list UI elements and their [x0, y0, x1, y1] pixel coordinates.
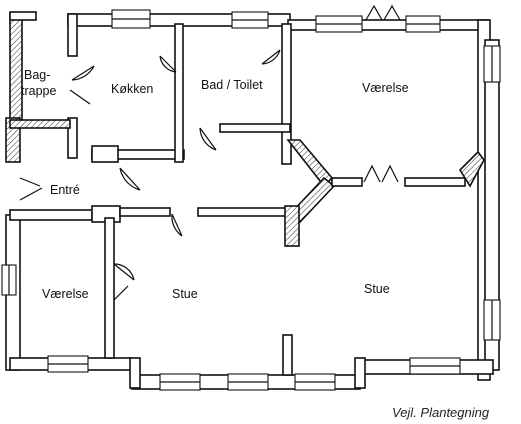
room-label-entre: Entré [50, 183, 80, 197]
plan-caption: Vejl. Plantegning [392, 405, 490, 420]
windows [1, 4, 501, 391]
outer-walls [5, 11, 500, 390]
room-label-vaerelse-right: Værelse [362, 81, 409, 95]
room-label-kokken: Køkken [111, 82, 153, 96]
room-label-stue-middle: Stue [172, 287, 198, 301]
room-label-stue-right: Stue [364, 282, 390, 296]
room-label-bad-toilet: Bad / Toilet [201, 78, 263, 92]
room-label-vaerelse-left: Værelse [42, 287, 89, 301]
room-label-bagtrappe-1: Bag- [24, 68, 50, 82]
doors [19, 49, 399, 301]
room-label-bagtrappe-2: trappe [21, 84, 56, 98]
interior-walls [9, 13, 485, 376]
